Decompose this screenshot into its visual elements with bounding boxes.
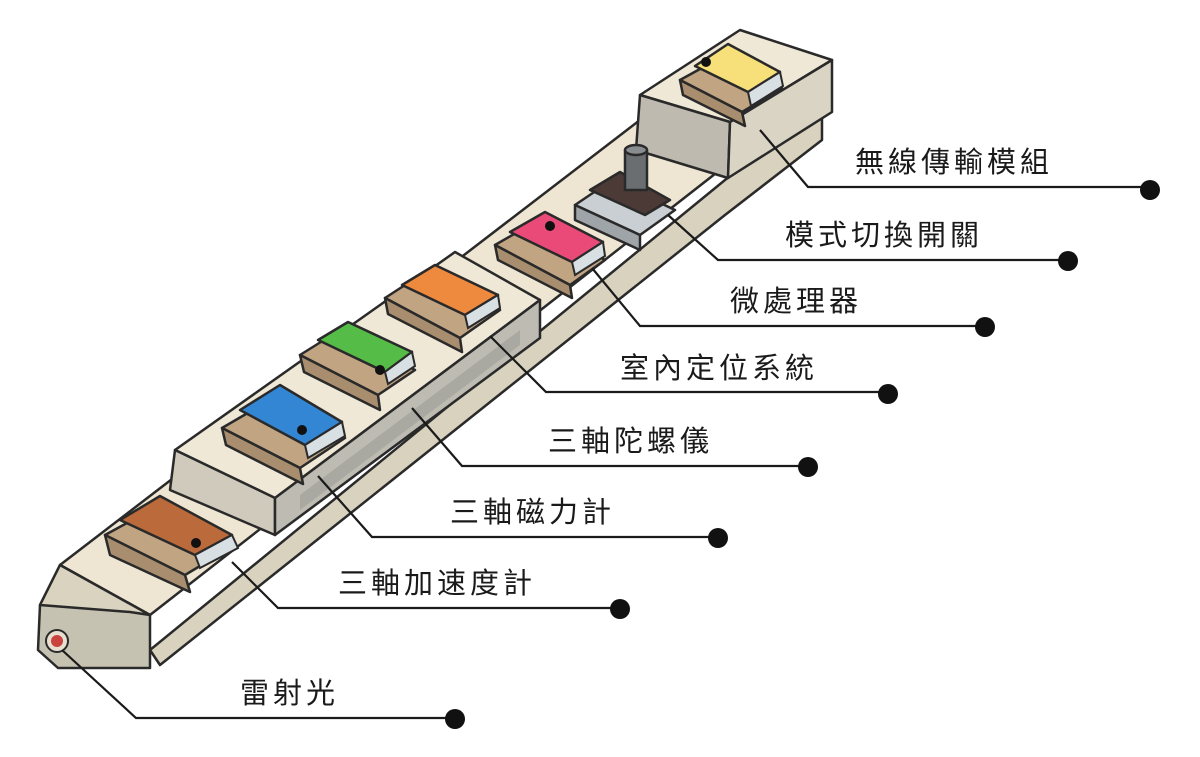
magnetometer-end-dot [708, 528, 728, 548]
label-magnetometer: 三軸磁力計 [450, 495, 615, 529]
rear-housing-side [726, 58, 834, 180]
leader-magnetometer [317, 475, 718, 539]
body-nose-top [38, 563, 152, 617]
gyroscope-marker-dot [375, 365, 385, 375]
wireless-module-block [678, 42, 785, 128]
wireless-end-dot [1140, 180, 1160, 200]
accelerometer-block [103, 494, 240, 594]
body-side-face [148, 106, 824, 667]
leader-mode-switch [667, 214, 1068, 262]
laser-aperture [45, 629, 69, 653]
microprocessor-end-dot [975, 317, 995, 337]
leader-wireless [759, 129, 1150, 189]
label-laser: 雷射光 [240, 676, 339, 710]
label-mode-switch: 模式切換開關 [785, 218, 983, 252]
microprocessor-block [493, 210, 607, 300]
indoor-positioning-end-dot [878, 384, 898, 404]
microprocessor-marker-dot [545, 221, 555, 231]
mode-switch-block [573, 143, 677, 252]
leader-microprocessor [591, 267, 985, 328]
accelerometer-end-dot [610, 599, 630, 619]
label-accelerometer: 三軸加速度計 [338, 566, 536, 600]
leader-indoor-positioning [489, 335, 888, 394]
leader-laser [61, 649, 455, 720]
leader-accelerometer [231, 561, 620, 610]
wireless-marker-dot [701, 57, 711, 67]
accelerometer-marker-dot [191, 538, 201, 548]
leader-gyroscope [411, 407, 808, 468]
label-gyroscope: 三軸陀螺儀 [548, 424, 713, 458]
gyroscope-block [298, 320, 417, 412]
mode-switch-end-dot [1058, 251, 1078, 271]
gyroscope-end-dot [798, 457, 818, 477]
laser-end-dot [445, 709, 465, 729]
magnetometer-marker-dot [297, 425, 307, 435]
label-wireless: 無線傳輸模組 [855, 145, 1053, 179]
label-indoor-positioning: 室內定位系統 [620, 351, 818, 385]
indoor-positioning-block [383, 263, 502, 354]
leader-lines [61, 129, 1150, 720]
segment-side-shade [300, 330, 520, 510]
magnetometer-block [220, 383, 347, 486]
label-microprocessor: 微處理器 [730, 284, 862, 318]
